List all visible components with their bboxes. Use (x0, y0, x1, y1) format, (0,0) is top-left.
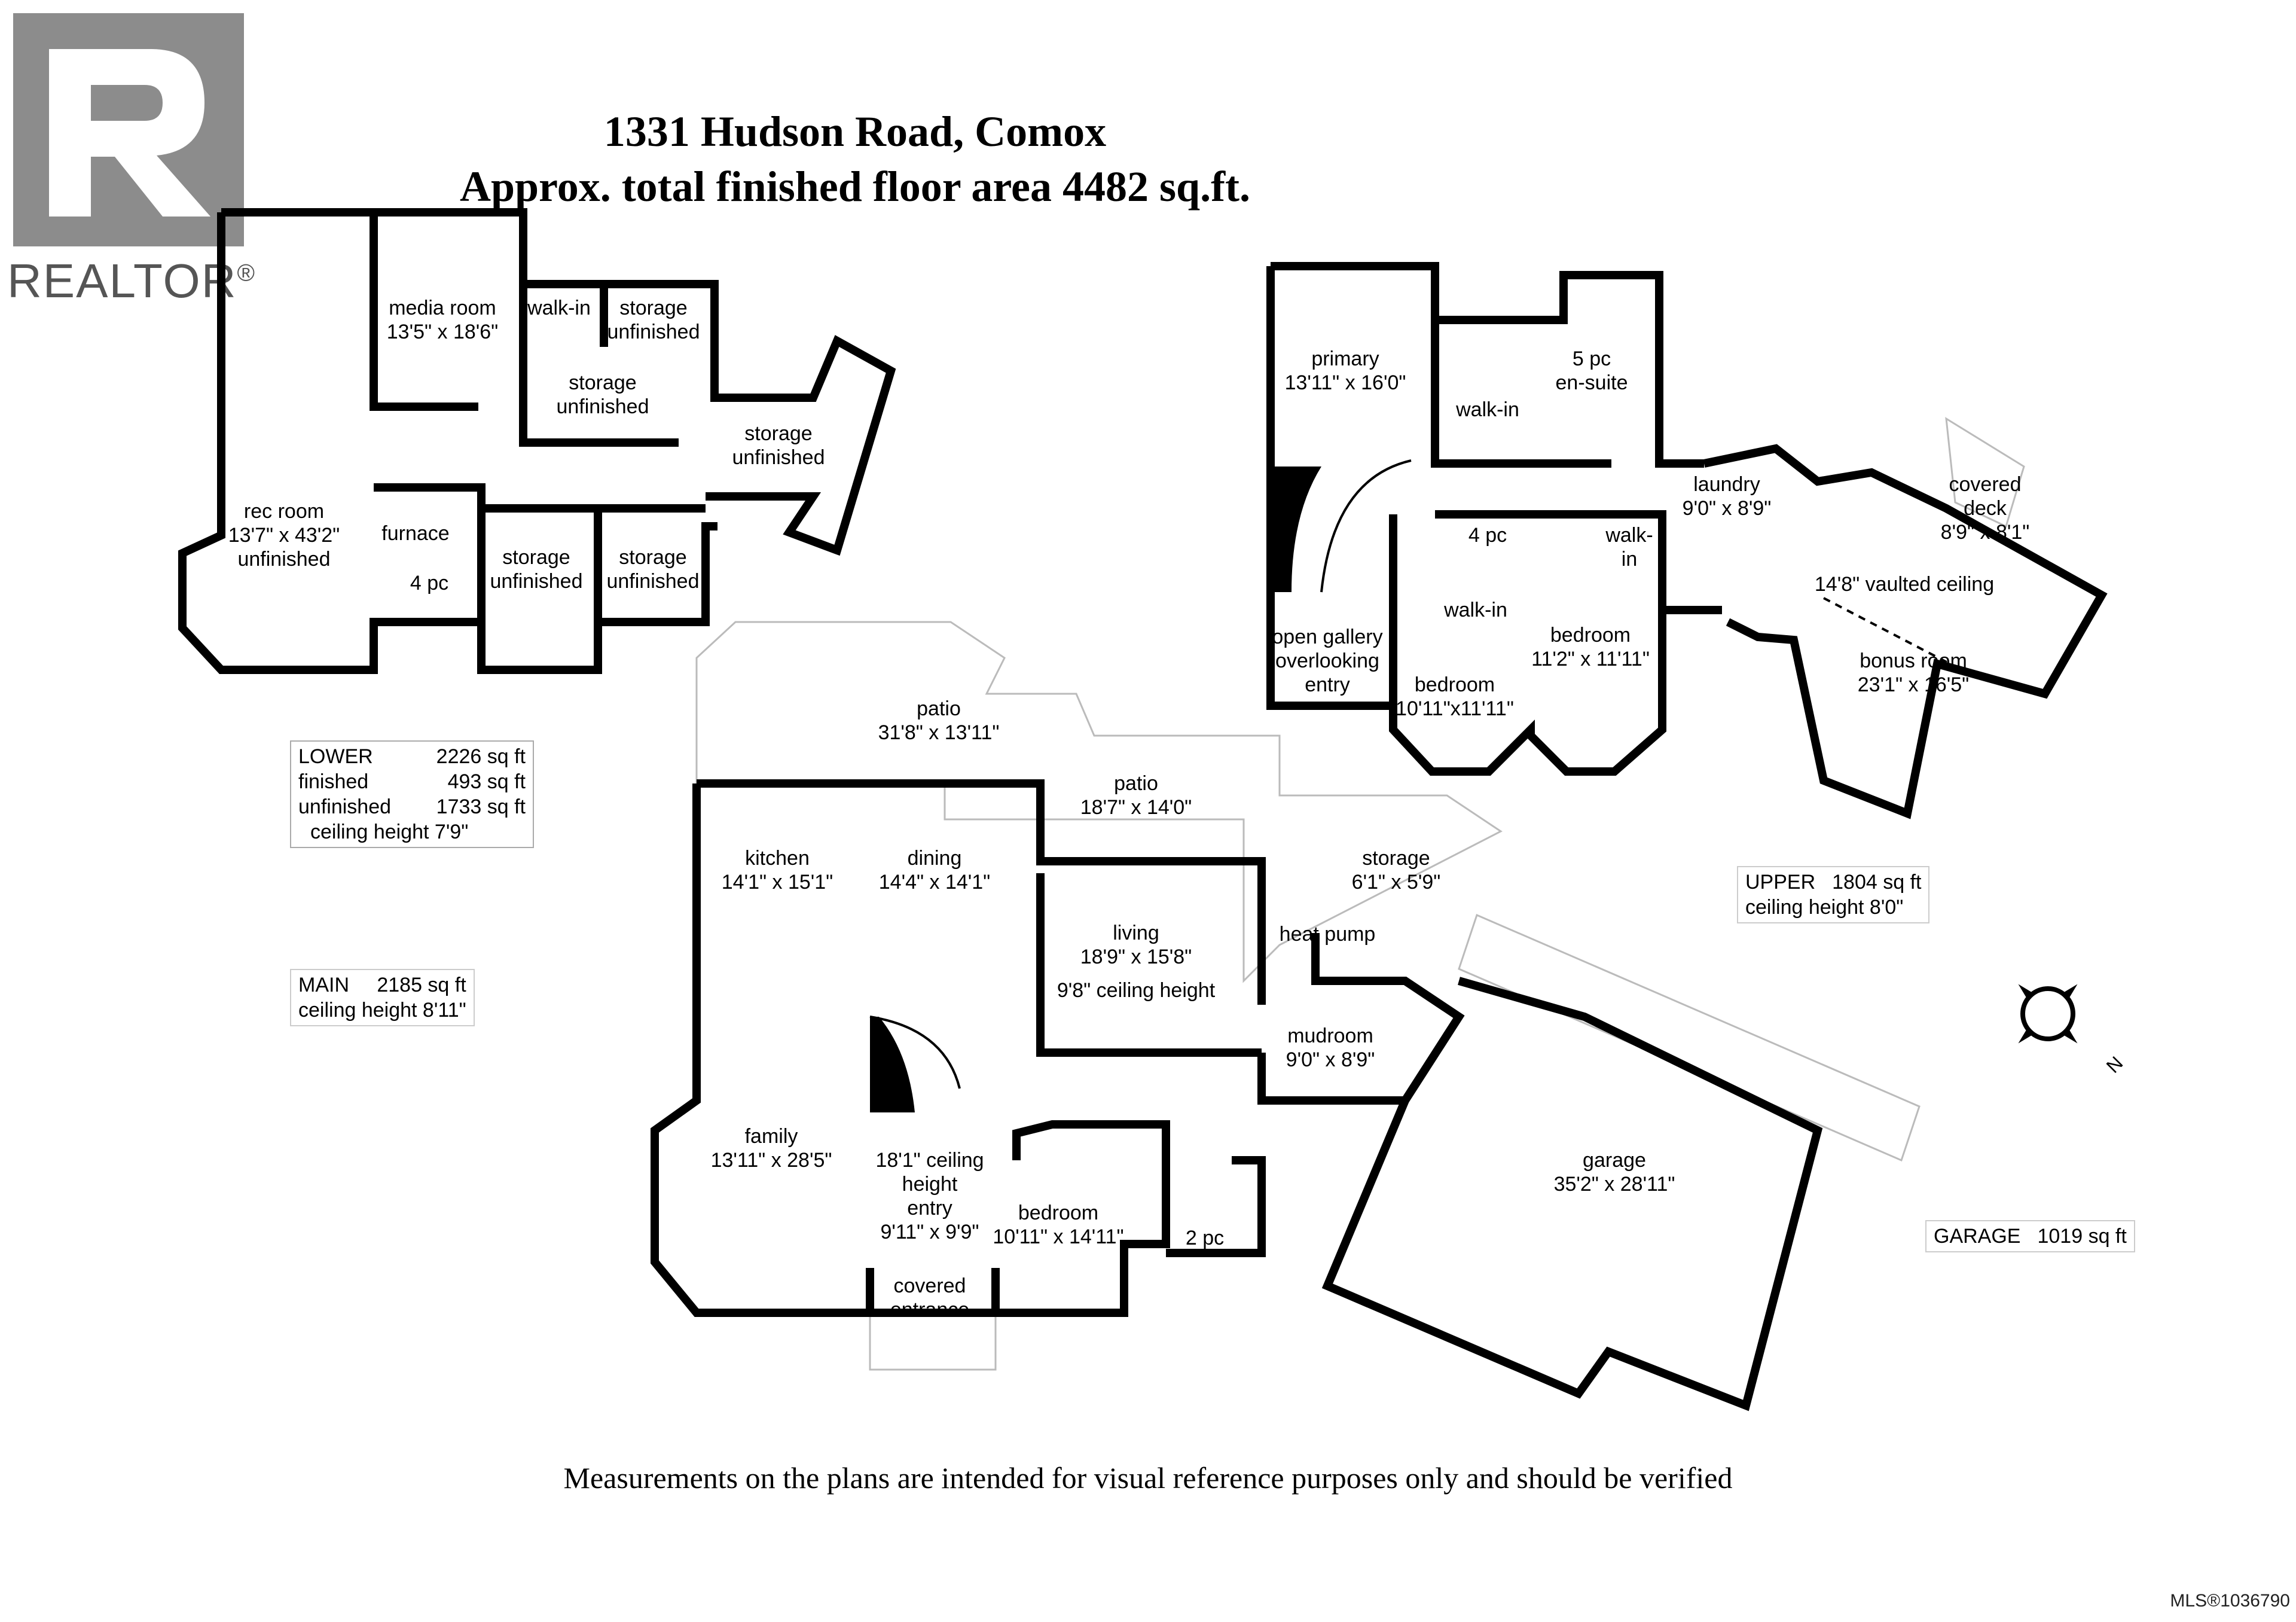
main-curved-stair (869, 1016, 961, 1089)
upper-curved-stair (1320, 459, 1412, 593)
upper-wall-ensuite (1431, 320, 1611, 468)
room-heat-pump: heat pump (1279, 923, 1376, 946)
realtor-wordmark: REALTOR® (7, 254, 256, 307)
plan-title-area: Approx. total finished floor area 4482 s… (459, 163, 1251, 211)
garage-wall (1321, 977, 1823, 1411)
upper-stair-fill (1271, 467, 1321, 592)
plan-title-address: 1331 Hudson Road, Comox (603, 108, 1107, 156)
lower-wall-outer (178, 212, 718, 674)
covered-entrance-step (869, 1315, 997, 1371)
bonus-vault-line (1823, 597, 1974, 677)
main-wall-mudroom (1257, 933, 1465, 1105)
main-wall-west (651, 783, 870, 1317)
main-wall-bedroom (996, 1120, 1170, 1317)
room-bath-4pc-upper: 4 pc (1468, 524, 1507, 547)
room-furnace: furnace (381, 522, 450, 545)
main-wall-north (697, 779, 1266, 1005)
room-bath-2pc: 2 pc (1185, 1227, 1225, 1249)
lower-wall-south (374, 483, 486, 622)
measurement-disclaimer: Measurements on the plans are intended f… (563, 1461, 1733, 1495)
patio-outline (695, 621, 1503, 983)
upper-wall-bonus (1703, 444, 2108, 819)
upper-wall-west (1266, 266, 1390, 710)
lower-wall-top (221, 208, 896, 556)
upper-wall-primary (1271, 262, 1704, 468)
lower-wall-media (370, 212, 478, 411)
garage-apron-outline (1458, 913, 1921, 1162)
main-wall-entry (866, 1268, 1000, 1317)
room-walkin-bedroom: walk-in (1444, 599, 1507, 621)
upper-wall-bed (1389, 514, 1722, 776)
main-stair-fill (870, 1017, 915, 1112)
upper-wall-hall (1435, 510, 1666, 610)
room-bath-4pc-lower: 4 pc (410, 572, 449, 594)
room-vaulted-ceiling: 14'8" vaulted ceiling (1814, 573, 1995, 596)
main-wall-living (1036, 873, 1262, 1057)
covered-deck-outline (1945, 417, 2025, 528)
main-wall-east (1166, 1156, 1266, 1257)
realtor-logo (13, 13, 244, 246)
room-walkin-lower: walk-in (527, 297, 591, 319)
compass-rose (2018, 984, 2078, 1044)
mls-number: MLS®1036790 (2170, 1591, 2290, 1611)
lower-wall-storage (519, 284, 679, 447)
room-walkin-upper: walk-in (1605, 524, 1653, 571)
room-walkin-primary: walk-in (1456, 398, 1519, 421)
